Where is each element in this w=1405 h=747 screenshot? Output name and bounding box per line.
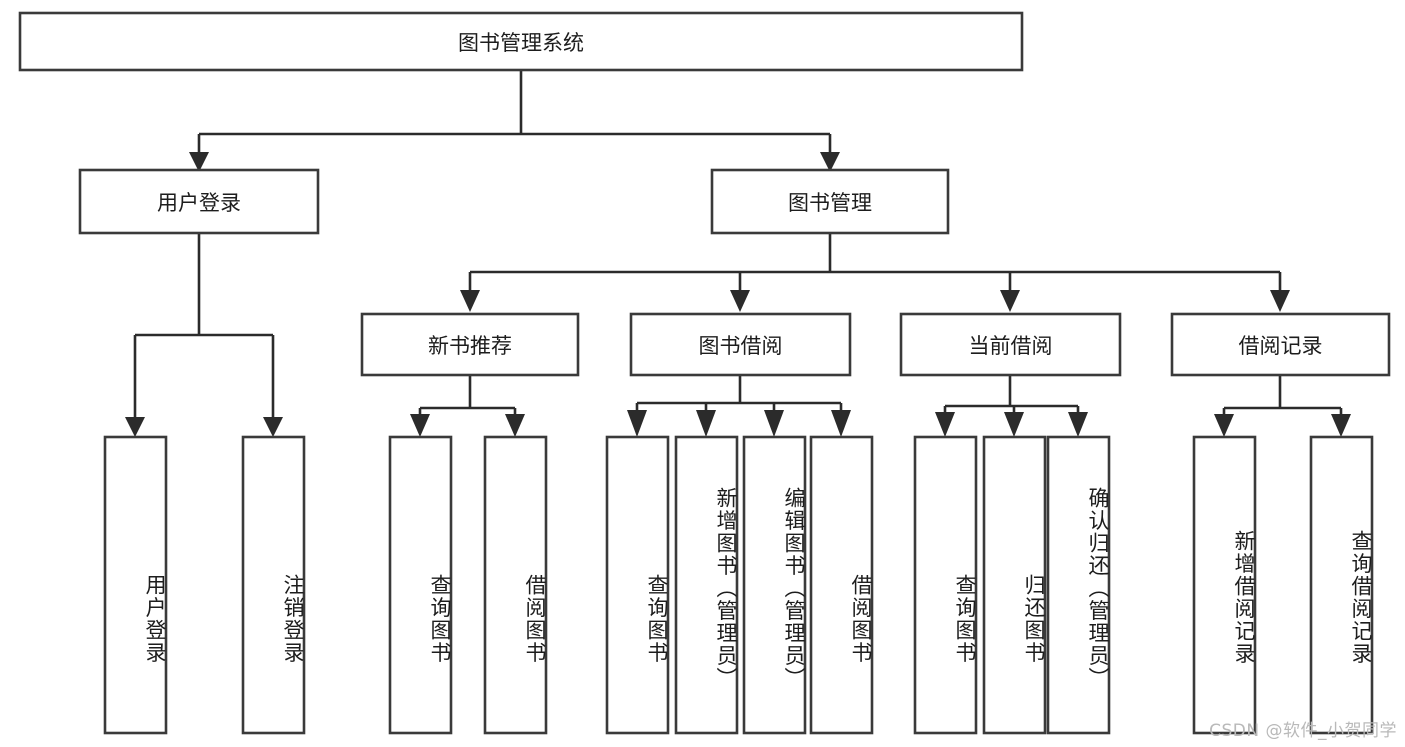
node-leaf-query-book-2[interactable] bbox=[605, 435, 670, 735]
node-leaf-add-book[interactable] bbox=[674, 435, 739, 735]
arrow-leaf-query-book-2 bbox=[627, 410, 647, 437]
node-book-borrow[interactable] bbox=[629, 312, 852, 377]
arrow-leaf-query-book-3 bbox=[935, 412, 955, 437]
arrow-leaf-logout bbox=[263, 417, 283, 437]
node-root[interactable] bbox=[18, 11, 1024, 72]
arrow-to-current-borrow bbox=[1000, 290, 1020, 312]
node-leaf-borrow-book-1[interactable] bbox=[483, 435, 548, 735]
node-layer bbox=[18, 11, 1391, 735]
arrow-leaf-confirm-return bbox=[1068, 412, 1088, 437]
arrow-leaf-user-login bbox=[125, 417, 145, 437]
node-leaf-user-login[interactable] bbox=[103, 435, 168, 735]
arrow-leaf-return-book bbox=[1004, 412, 1024, 437]
node-leaf-add-record[interactable] bbox=[1192, 435, 1257, 735]
arrow-to-book-manage bbox=[820, 152, 840, 172]
arrow-leaf-add-book bbox=[696, 410, 716, 437]
arrow-leaf-add-record bbox=[1214, 414, 1234, 437]
arrow-to-user-login bbox=[189, 152, 209, 172]
node-leaf-query-record[interactable] bbox=[1309, 435, 1374, 735]
arrow-to-borrow-record bbox=[1270, 290, 1290, 312]
arrow-leaf-query-record bbox=[1331, 414, 1351, 437]
arrow-leaf-edit-book bbox=[764, 410, 784, 437]
node-borrow-record[interactable] bbox=[1170, 312, 1391, 377]
node-current-borrow[interactable] bbox=[899, 312, 1122, 377]
arrow-to-book-borrow bbox=[730, 290, 750, 312]
node-leaf-query-book-1[interactable] bbox=[388, 435, 453, 735]
edge-layer bbox=[125, 70, 1351, 437]
arrow-leaf-borrow-book-2 bbox=[831, 410, 851, 437]
node-leaf-query-book-3[interactable] bbox=[913, 435, 978, 735]
arrow-leaf-query-book-1 bbox=[410, 414, 430, 437]
arrow-leaf-borrow-book-1 bbox=[505, 414, 525, 437]
node-leaf-logout[interactable] bbox=[241, 435, 306, 735]
arrow-to-new-book-rec bbox=[460, 290, 480, 312]
node-book-manage[interactable] bbox=[710, 168, 950, 235]
node-user-login[interactable] bbox=[78, 168, 320, 235]
node-leaf-edit-book[interactable] bbox=[742, 435, 807, 735]
node-leaf-borrow-book-2[interactable] bbox=[809, 435, 874, 735]
node-leaf-confirm-return[interactable] bbox=[1046, 435, 1111, 735]
node-new-book-rec[interactable] bbox=[360, 312, 580, 377]
node-leaf-return-book[interactable] bbox=[982, 435, 1047, 735]
